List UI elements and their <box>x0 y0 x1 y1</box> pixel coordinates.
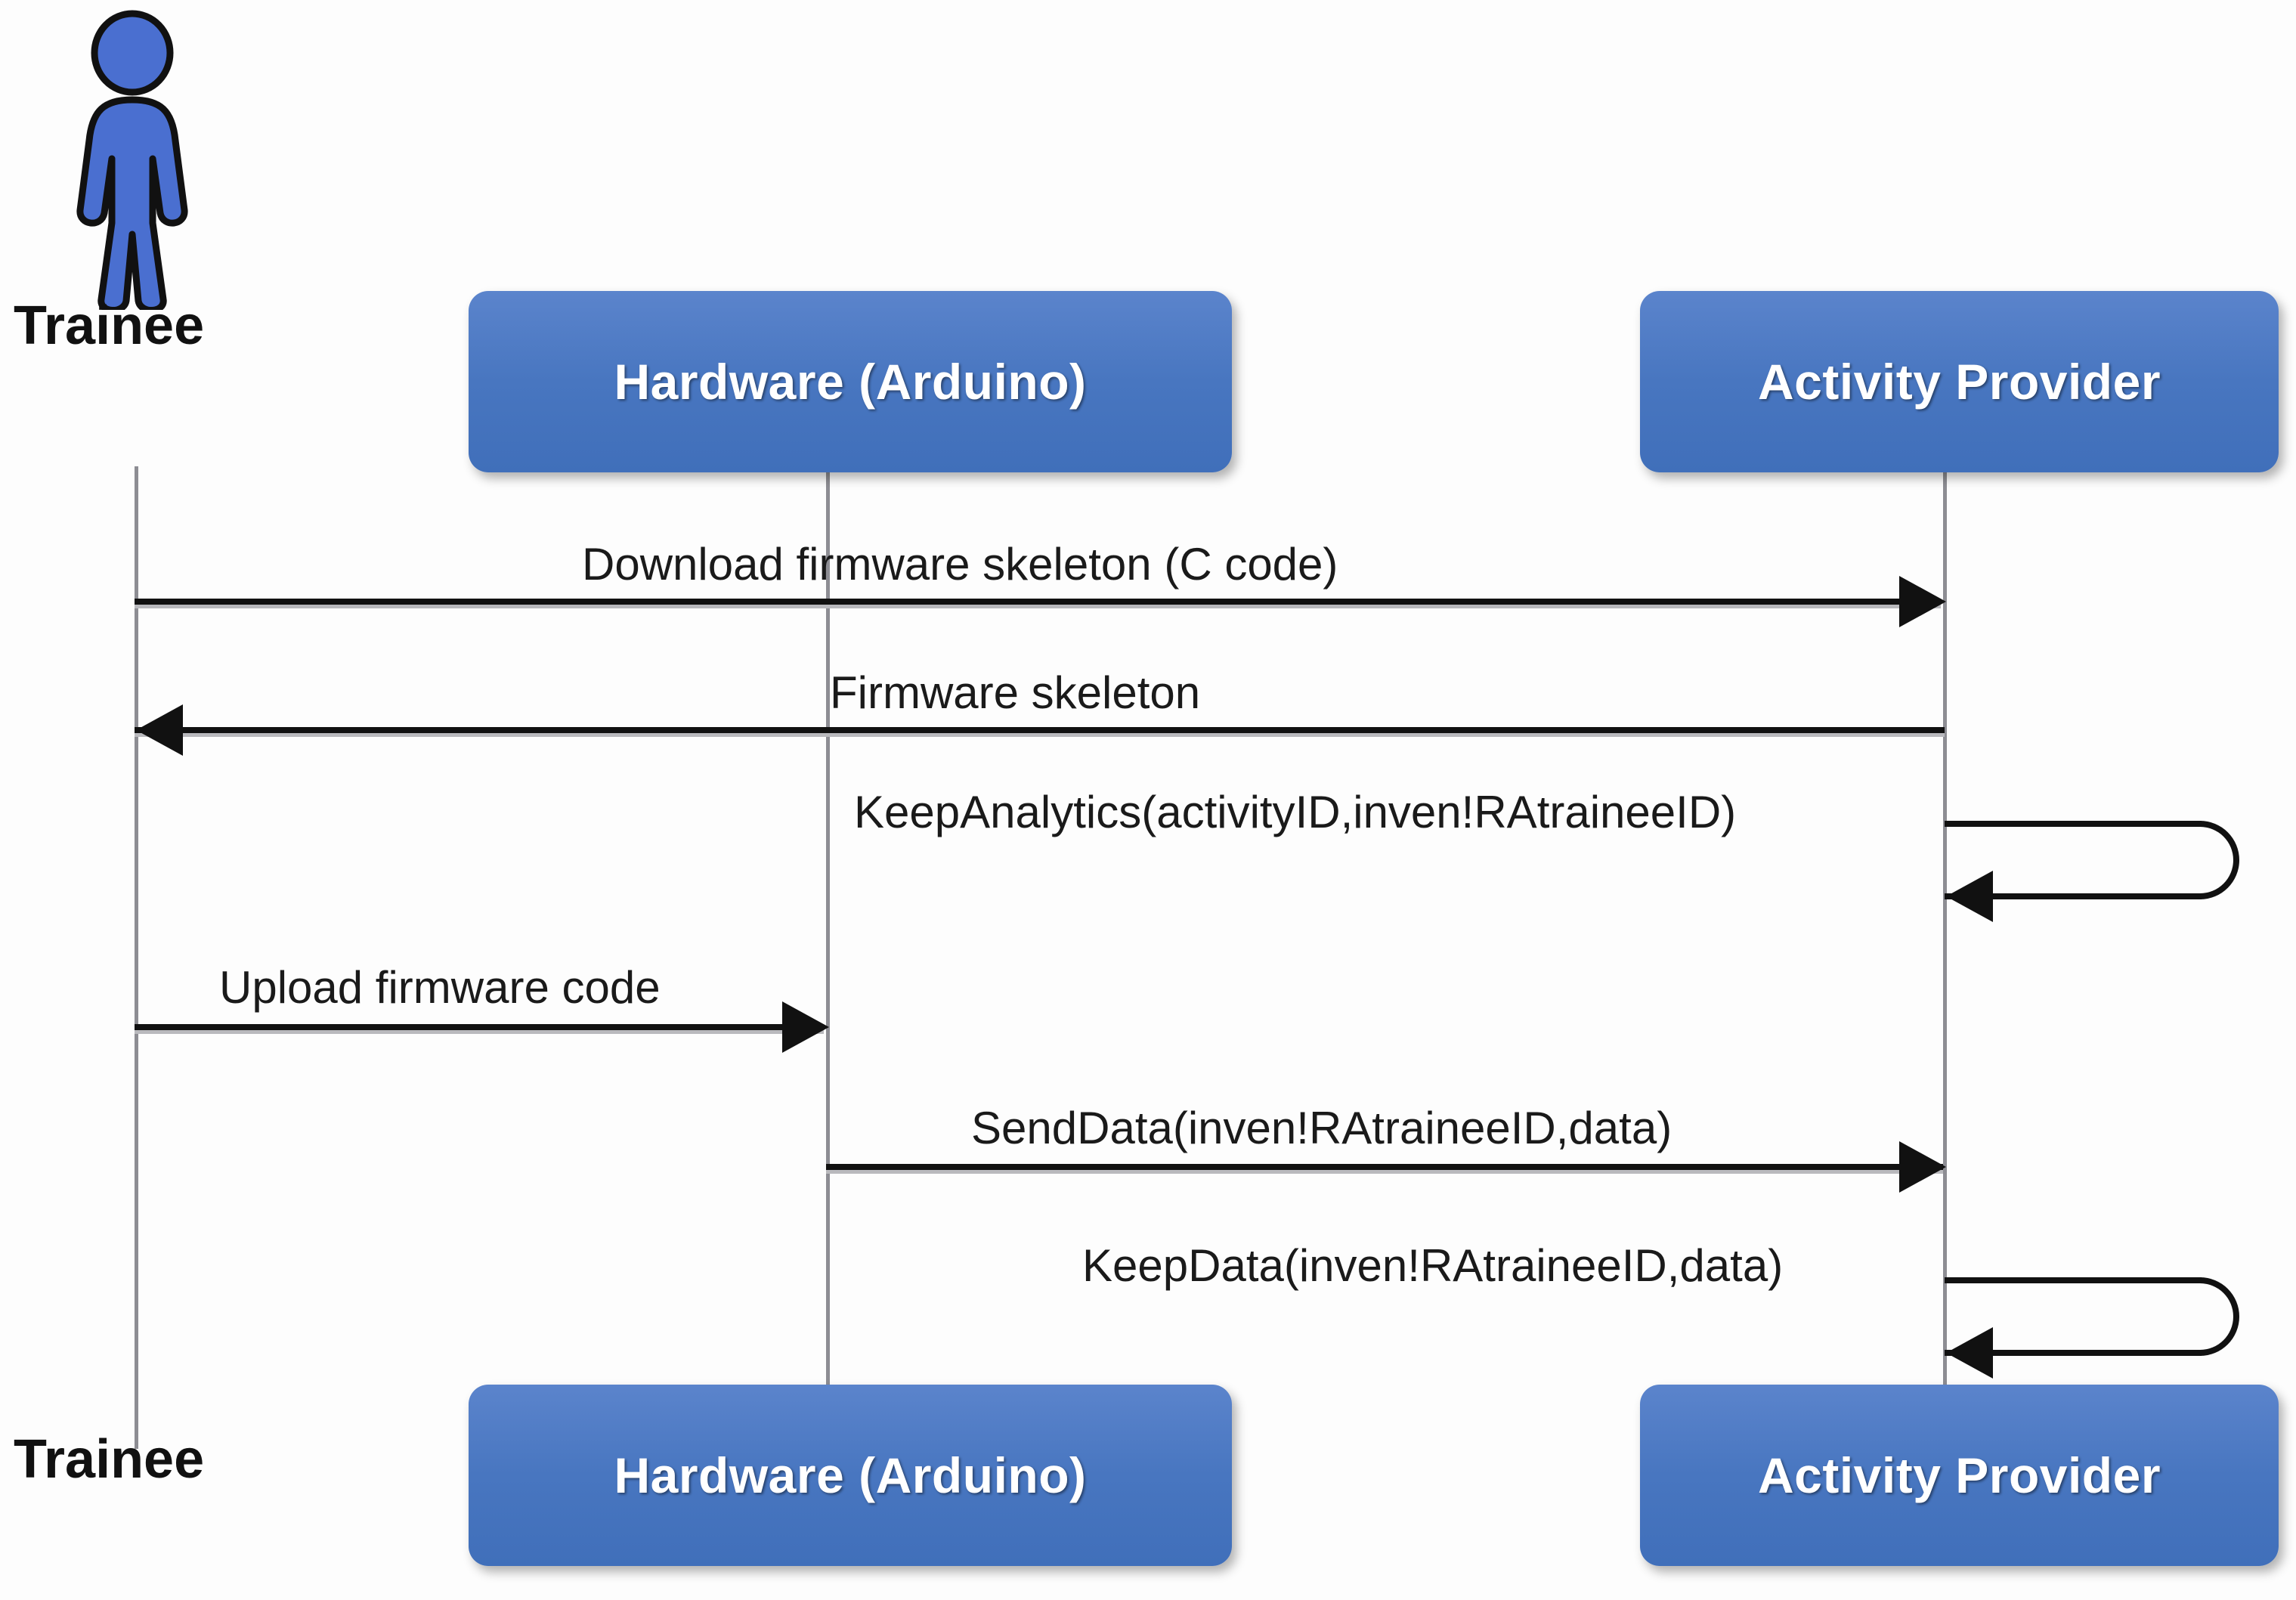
participant-box-hardware-top-label: Hardware (Arduino) <box>614 354 1087 410</box>
trainee-actor-icon <box>45 8 219 314</box>
lifeline-hardware <box>826 472 830 1391</box>
message-1-line[interactable] <box>135 599 1941 605</box>
message-3-selfloop-bottom <box>1945 893 2202 899</box>
lifeline-trainee <box>135 466 138 1449</box>
message-3-arrowhead <box>1946 871 1993 922</box>
message-1-label: Download firmware skeleton (C code) <box>582 539 1338 590</box>
message-5-arrowhead <box>1899 1141 1946 1193</box>
message-2-line[interactable] <box>135 727 1945 733</box>
message-4-line[interactable] <box>135 1024 824 1030</box>
message-6-selfloop-bottom <box>1945 1350 2202 1356</box>
message-6-arrowhead <box>1946 1327 1993 1379</box>
message-4-line-shadow <box>135 1030 824 1034</box>
message-6-label: KeepData(inven!RAtraineeID,data) <box>1082 1240 1784 1291</box>
person-icon <box>76 10 188 314</box>
lifeline-activity-provider <box>1943 472 1947 1391</box>
message-1-arrowhead <box>1899 576 1946 627</box>
participant-box-activity-provider-bottom[interactable]: Activity Provider <box>1640 1385 2279 1566</box>
participant-box-activity-provider-top-label: Activity Provider <box>1757 354 2161 410</box>
message-5-line[interactable] <box>826 1164 1943 1170</box>
participant-box-hardware-top[interactable]: Hardware (Arduino) <box>469 291 1232 472</box>
message-2-arrowhead <box>136 704 183 756</box>
message-2-line-shadow <box>135 733 1945 737</box>
message-3-selfloop-top <box>1945 821 2202 827</box>
participant-box-activity-provider-bottom-label: Activity Provider <box>1757 1447 2161 1503</box>
message-4-label: Upload firmware code <box>219 962 661 1013</box>
participant-box-activity-provider-top[interactable]: Activity Provider <box>1640 291 2279 472</box>
message-6-selfloop[interactable] <box>1945 1277 2239 1356</box>
participant-box-hardware-bottom[interactable]: Hardware (Arduino) <box>469 1385 1232 1566</box>
trainee-label-top: Trainee <box>14 296 205 356</box>
message-4-arrowhead <box>782 1001 829 1053</box>
message-3-selfloop[interactable] <box>1945 821 2239 899</box>
message-3-selfloop-curve <box>2164 821 2239 899</box>
message-6-selfloop-curve <box>2164 1277 2239 1356</box>
message-5-line-shadow <box>826 1170 1943 1174</box>
message-3-label: KeepAnalytics(activityID,inven!RAtrainee… <box>854 787 1737 837</box>
message-6-selfloop-top <box>1945 1277 2202 1283</box>
message-2-label: Firmware skeleton <box>830 667 1201 718</box>
participant-box-hardware-bottom-label: Hardware (Arduino) <box>614 1447 1087 1503</box>
trainee-label-bottom: Trainee <box>14 1429 205 1490</box>
message-1-line-shadow <box>135 605 1941 608</box>
message-5-label: SendData(inven!RAtraineeID,data) <box>971 1103 1672 1153</box>
